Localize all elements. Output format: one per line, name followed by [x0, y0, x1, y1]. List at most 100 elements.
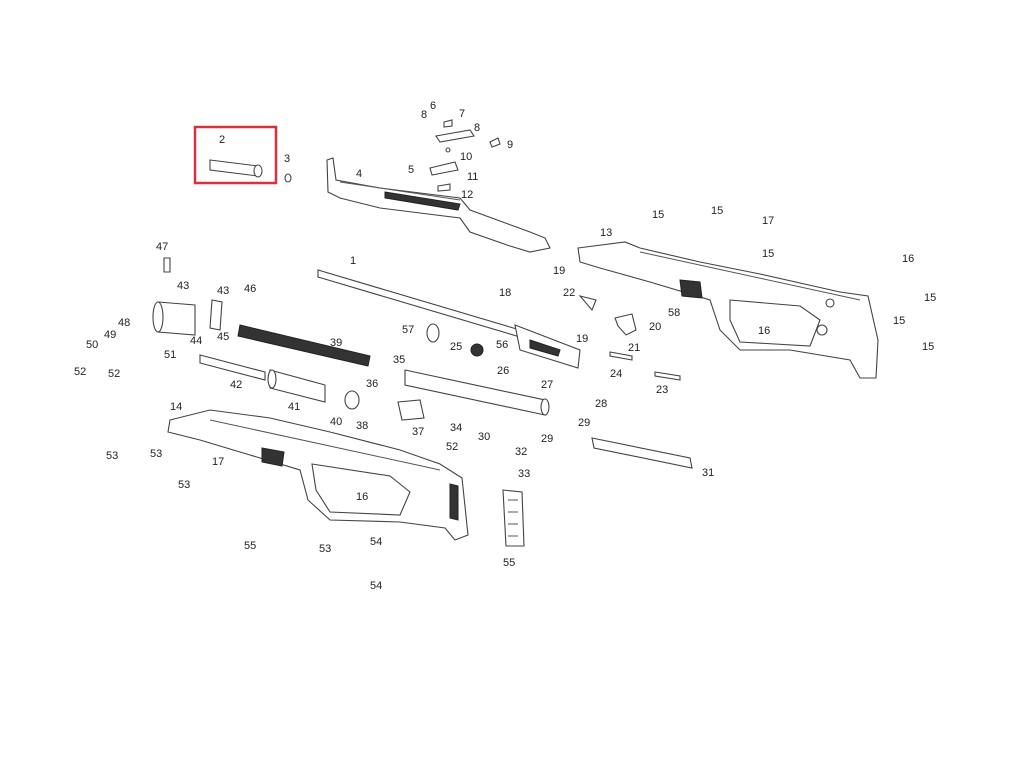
part-22-lever[interactable] — [578, 295, 597, 312]
label-part-12: 12 — [461, 189, 473, 201]
label-part-19b: 19 — [576, 333, 588, 345]
label-part-53: 53 — [106, 450, 118, 462]
label-part-15e: 15 — [893, 315, 905, 327]
part-top-small-components[interactable] — [429, 119, 501, 192]
label-part-27: 27 — [541, 379, 553, 391]
label-part-53c: 53 — [178, 479, 190, 491]
label-part-42: 42 — [230, 379, 242, 391]
label-part-56: 56 — [496, 339, 508, 351]
label-part-32: 32 — [515, 446, 527, 458]
label-part-10: 10 — [460, 151, 472, 163]
label-part-33: 33 — [518, 468, 530, 480]
part-20-trigger[interactable] — [614, 313, 637, 336]
label-part-39: 39 — [330, 337, 342, 349]
label-part-47: 47 — [156, 241, 168, 253]
label-part-48: 48 — [118, 317, 130, 329]
label-part-23: 23 — [656, 384, 668, 396]
label-part-15c: 15 — [762, 248, 774, 260]
label-part-15d: 15 — [924, 292, 936, 304]
label-part-20: 20 — [649, 321, 661, 333]
label-part-54b: 54 — [370, 580, 382, 592]
label-part-52c: 52 — [108, 368, 120, 380]
label-part-57: 57 — [402, 324, 414, 336]
label-part-16b: 16 — [758, 325, 770, 337]
label-part-17: 17 — [762, 215, 774, 227]
label-part-16c: 16 — [356, 491, 368, 503]
label-part-31: 31 — [702, 467, 714, 479]
part-4-upper-shroud[interactable] — [326, 157, 551, 253]
label-part-26: 26 — [497, 365, 509, 377]
label-part-21: 21 — [628, 342, 640, 354]
part-25-nut[interactable] — [470, 343, 484, 357]
label-part-15b: 15 — [711, 205, 723, 217]
label-part-34: 34 — [450, 422, 462, 434]
label-part-16: 16 — [902, 253, 914, 265]
part-23-pin[interactable] — [654, 371, 681, 381]
part-57-ring[interactable] — [426, 323, 440, 343]
label-part-46: 46 — [244, 283, 256, 295]
highlight-box — [193, 125, 278, 185]
label-part-41: 41 — [288, 401, 300, 413]
part-37-block[interactable] — [397, 399, 425, 421]
part-41-piston[interactable] — [267, 369, 326, 403]
label-part-8: 8 — [421, 109, 427, 121]
label-part-45: 45 — [217, 331, 229, 343]
label-part-19: 19 — [553, 265, 565, 277]
label-part-29: 29 — [578, 417, 590, 429]
label-part-30: 30 — [478, 431, 490, 443]
label-part-43b: 43 — [217, 285, 229, 297]
label-part-50: 50 — [86, 339, 98, 351]
label-part-5: 5 — [408, 164, 414, 176]
part-45-clip[interactable] — [209, 299, 223, 331]
label-part-53d: 53 — [319, 543, 331, 555]
label-part-29b: 29 — [541, 433, 553, 445]
label-part-15a: 15 — [652, 209, 664, 221]
part-44-rear-cylinder[interactable] — [152, 301, 196, 336]
label-part-24: 24 — [610, 368, 622, 380]
label-part-44: 44 — [190, 335, 202, 347]
label-part-22: 22 — [563, 287, 575, 299]
part-31-rail[interactable] — [591, 437, 693, 469]
label-part-53b: 53 — [150, 448, 162, 460]
part-47-pin[interactable] — [163, 257, 171, 273]
label-part-38: 38 — [356, 420, 368, 432]
label-part-14: 14 — [170, 401, 182, 413]
part-40-seal[interactable] — [344, 390, 360, 410]
label-part-15f: 15 — [922, 341, 934, 353]
label-part-36: 36 — [366, 378, 378, 390]
label-part-49: 49 — [104, 329, 116, 341]
part-24-pin[interactable] — [609, 351, 633, 361]
label-part-54: 54 — [370, 536, 382, 548]
part-14-left-stock[interactable] — [167, 409, 469, 541]
label-part-8b: 8 — [474, 122, 480, 134]
label-part-55b: 55 — [503, 557, 515, 569]
label-part-13: 13 — [600, 227, 612, 239]
label-part-17b: 17 — [212, 456, 224, 468]
label-part-7: 7 — [459, 108, 465, 120]
part-1-barrel[interactable] — [317, 269, 581, 369]
label-part-4: 4 — [356, 168, 362, 180]
label-part-43: 43 — [177, 280, 189, 292]
label-part-6: 6 — [430, 100, 436, 112]
label-part-3: 3 — [284, 153, 290, 165]
part-13-right-stock[interactable] — [577, 241, 879, 379]
label-part-9: 9 — [507, 139, 513, 151]
part-2-cylinder[interactable] — [209, 159, 263, 178]
label-part-1: 1 — [350, 255, 356, 267]
label-part-35: 35 — [393, 354, 405, 366]
part-42-rod[interactable] — [199, 354, 266, 381]
label-part-2: 2 — [219, 134, 225, 146]
part-39-spring[interactable] — [237, 324, 371, 367]
label-part-37: 37 — [412, 426, 424, 438]
label-part-25: 25 — [450, 341, 462, 353]
label-part-28: 28 — [595, 398, 607, 410]
label-part-18: 18 — [499, 287, 511, 299]
part-3-cap[interactable] — [284, 173, 292, 183]
part-56-grip[interactable] — [502, 489, 525, 547]
label-part-55: 55 — [244, 540, 256, 552]
label-part-52: 52 — [446, 441, 458, 453]
label-part-52b: 52 — [74, 366, 86, 378]
part-35-compression-tube[interactable] — [404, 369, 550, 416]
label-part-58: 58 — [668, 307, 680, 319]
